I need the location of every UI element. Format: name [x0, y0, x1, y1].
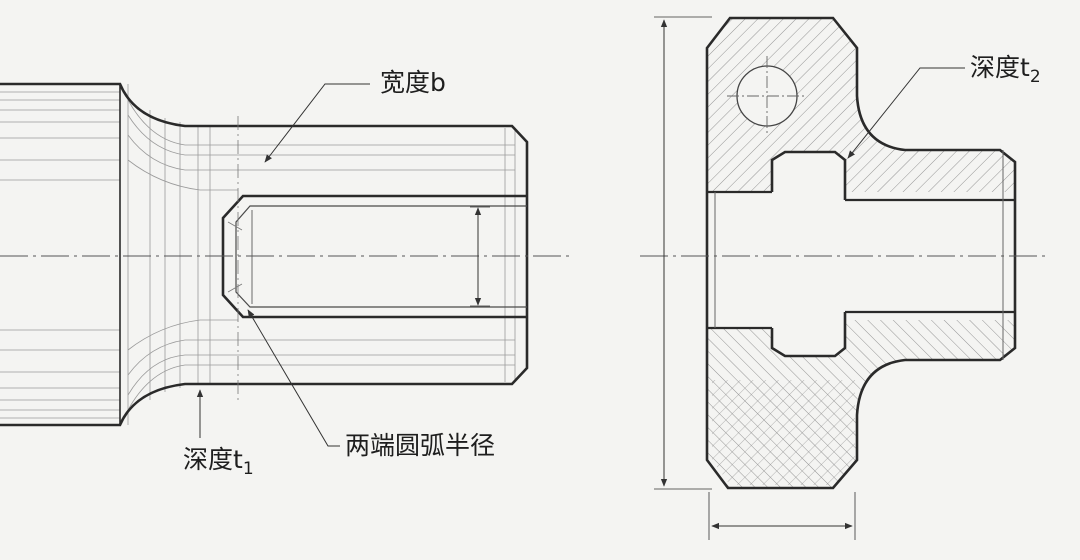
- depth-t2-leader: [847, 67, 965, 159]
- width-leader: [264, 83, 370, 163]
- depth-t2-label: 深度t2: [970, 53, 1041, 87]
- hub-outline: [705, 16, 1017, 490]
- depth-t1-label: 深度t1: [183, 445, 254, 479]
- end-arc-radius-label: 两端圆弧半径: [345, 431, 496, 460]
- shaft-outline: [0, 82, 529, 427]
- width-b-label: 宽度b: [380, 68, 446, 97]
- shaft-view: [0, 82, 570, 447]
- arc-radius-leader: [247, 309, 340, 447]
- hub-section-view: [640, 16, 1050, 540]
- hub-keyway: [770, 150, 847, 358]
- hub-upper-hatch: [707, 18, 1015, 192]
- shaft-shading: [0, 84, 516, 425]
